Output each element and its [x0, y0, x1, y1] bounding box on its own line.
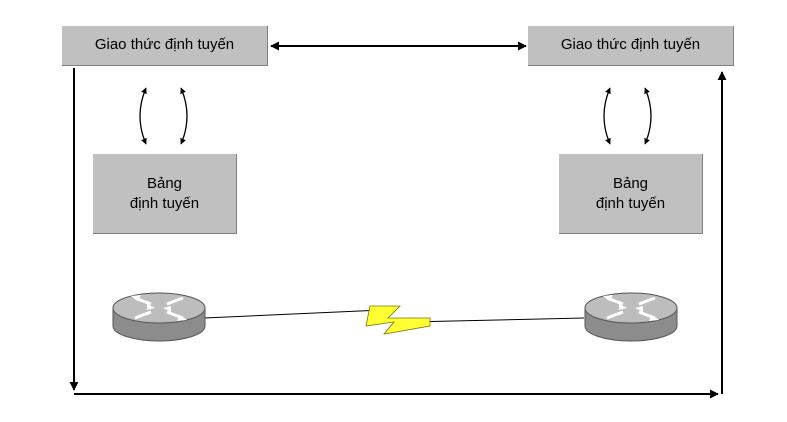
- left-routing-table-label-line1: Bảng: [146, 174, 183, 192]
- right-routing-table-label-line1: Bảng: [612, 174, 649, 192]
- right-table-arrow-1: [603, 87, 611, 145]
- left-table-arrow-1: [139, 87, 147, 145]
- right-routing-protocol-label: Giao thức định tuyến: [560, 36, 701, 53]
- wan-link-line-left: [203, 309, 383, 319]
- left-routing-protocol-label: Giao thức định tuyến: [94, 36, 235, 53]
- left-routing-table-label-line2: định tuyến: [129, 194, 200, 212]
- left-routing-table-box: Bảng định tuyến: [93, 154, 237, 234]
- right-routing-table-box: Bảng định tuyến: [559, 154, 703, 234]
- wan-link-icon: [365, 305, 431, 335]
- wan-link-line-right: [407, 317, 585, 323]
- router-icon: [584, 292, 678, 342]
- right-table-arrow-2: [644, 87, 652, 145]
- router-icon: [112, 292, 206, 342]
- right-routing-protocol-box: Giao thức định tuyến: [528, 26, 734, 66]
- left-table-arrow-2: [180, 87, 188, 145]
- right-routing-table-label-line2: định tuyến: [595, 194, 666, 212]
- left-routing-protocol-box: Giao thức định tuyến: [62, 26, 268, 66]
